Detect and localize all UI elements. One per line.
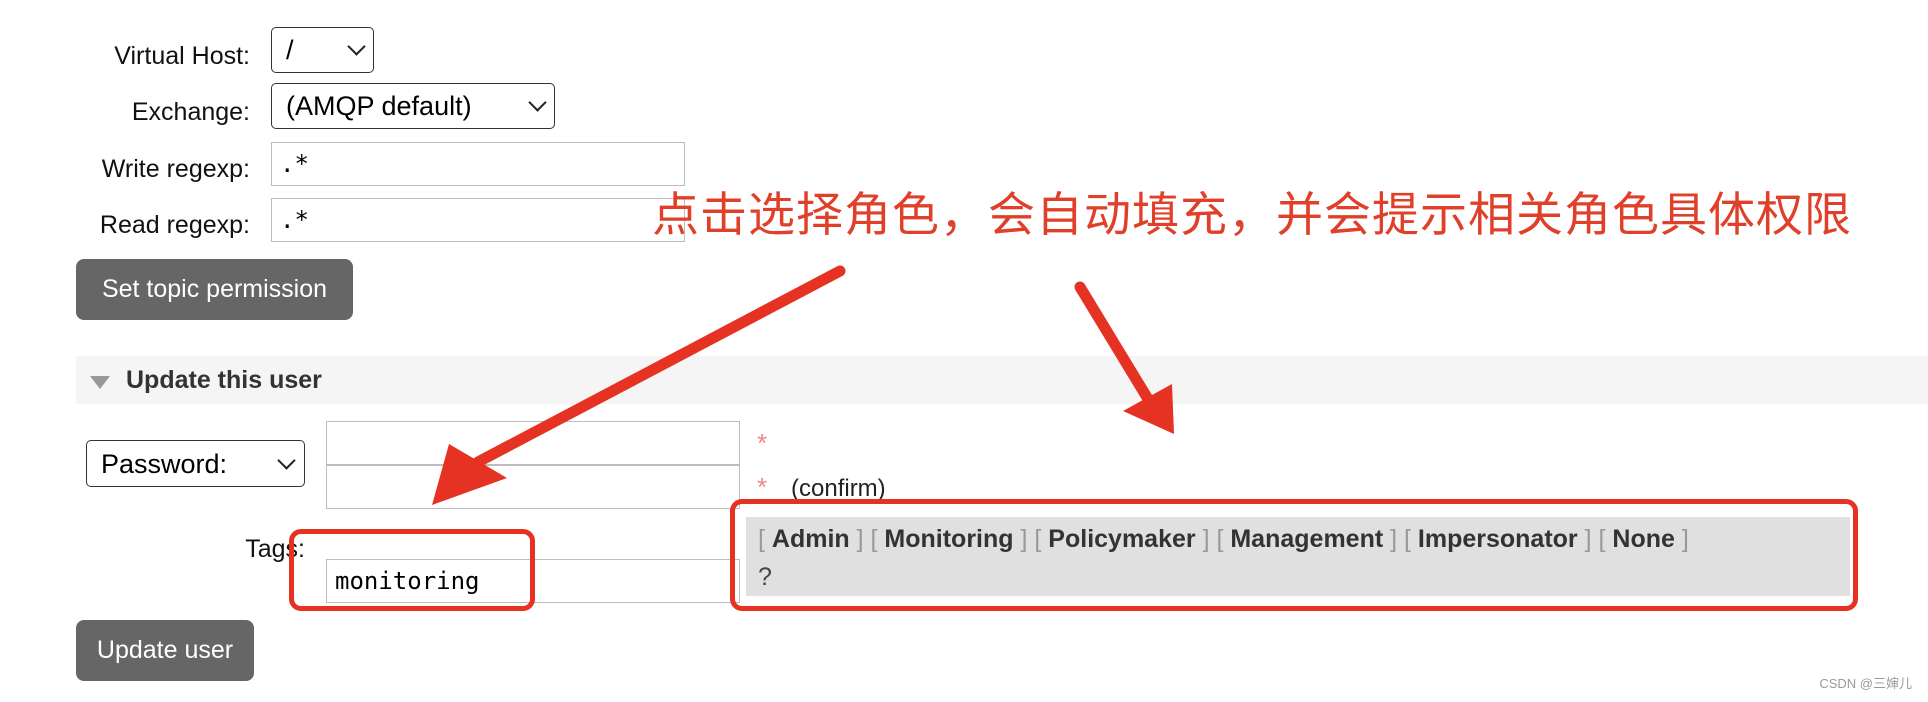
collapse-triangle-icon [90,376,110,389]
password-select[interactable]: Password: [86,440,305,487]
exchange-label: Exchange: [131,98,250,126]
annotation-text: 点击选择角色，会自动填充，并会提示相关角色具体权限 [652,188,1852,243]
required-asterisk: * [757,428,768,458]
tag-management[interactable]: Management [1230,525,1384,553]
tag-admin[interactable]: Admin [771,525,850,553]
tag-policymaker[interactable]: Policymaker [1048,525,1196,553]
virtual-host-select[interactable]: / [271,27,374,73]
confirm-label: (confirm) [791,475,886,502]
write-regexp-input[interactable] [271,142,685,186]
password-input[interactable] [326,421,740,465]
annotation-box-tag-suggestions [730,499,1858,611]
update-user-button[interactable]: Update user [76,620,254,681]
tag-monitoring[interactable]: Monitoring [884,525,1014,553]
tag-none[interactable]: None [1612,525,1675,553]
annotation-box-tags-input [289,529,535,611]
tags-help-icon[interactable]: ? [758,563,772,591]
section-title: Update this user [126,366,322,394]
watermark: CSDN @三婶儿 [1819,676,1912,691]
read-regexp-input[interactable] [271,198,685,242]
virtual-host-label: Virtual Host: [114,42,250,70]
update-user-section-header[interactable]: Update this user [76,356,1928,404]
arrow-to-tag-suggestions [1074,281,1174,434]
arrow-to-tags-input [432,265,846,505]
tag-list: [ Admin ] [ Monitoring ] [ Policymaker ]… [758,525,1689,553]
tag-impersonator[interactable]: Impersonator [1417,525,1578,553]
exchange-select[interactable]: (AMQP default) [271,83,555,129]
password-confirm-input[interactable] [326,465,740,509]
write-regexp-label: Write regexp: [101,155,250,183]
tag-suggestions: [ Admin ] [ Monitoring ] [ Policymaker ]… [746,517,1850,596]
set-topic-permission-button[interactable]: Set topic permission [76,259,353,320]
read-regexp-label: Read regexp: [99,211,250,239]
required-asterisk: * [757,472,768,502]
